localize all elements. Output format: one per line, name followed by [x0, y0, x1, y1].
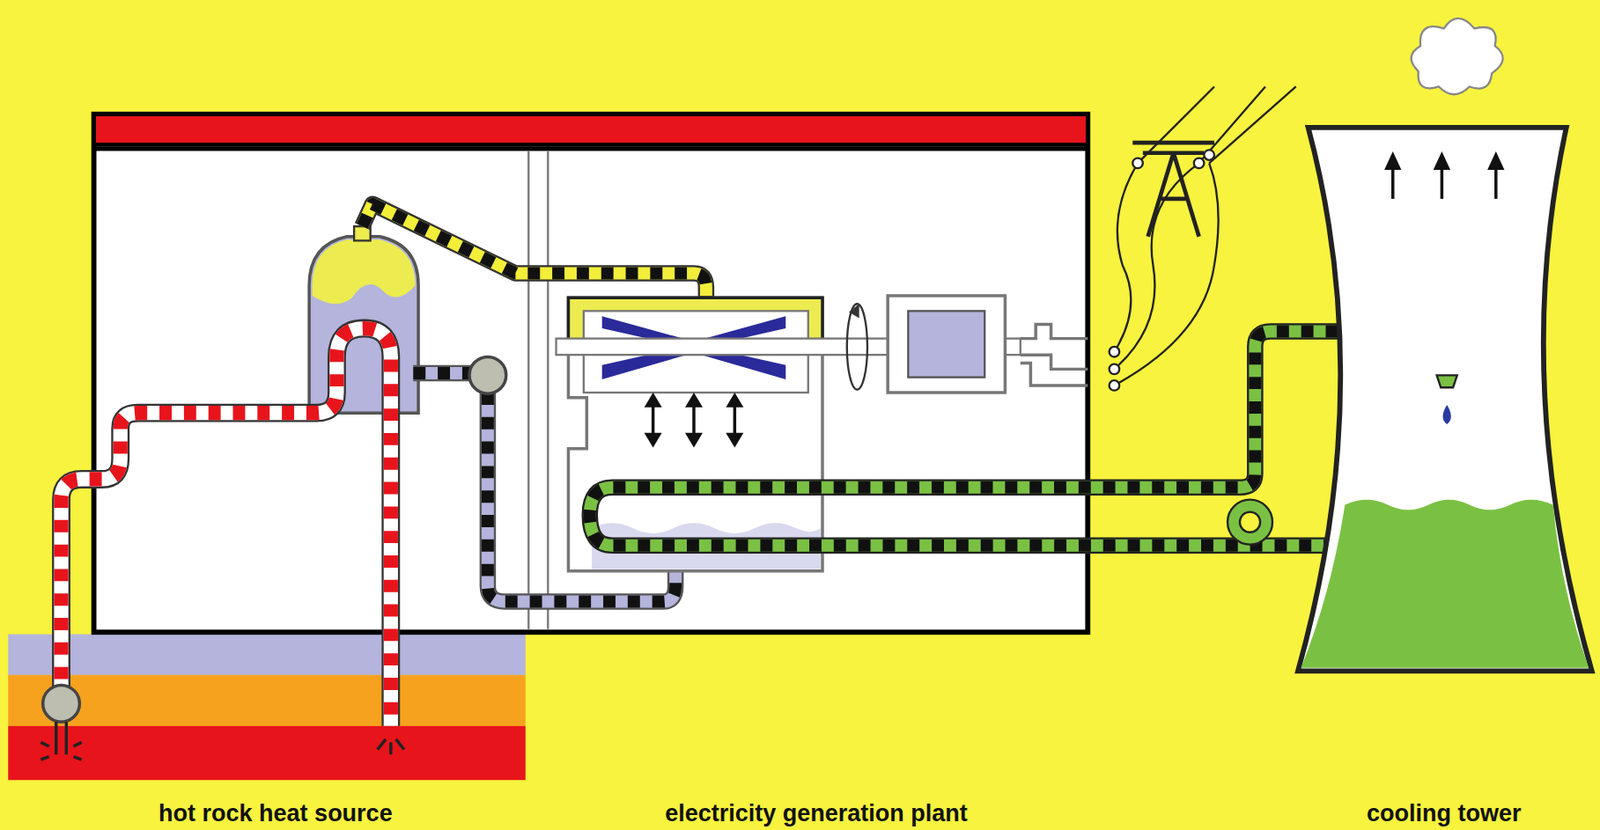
region-label: hot rock heat source — [158, 799, 393, 827]
spray-nozzle — [1437, 375, 1458, 388]
region-label: cooling tower — [1366, 799, 1522, 827]
rotation-arrow — [848, 303, 860, 318]
cooling-pond — [1300, 500, 1589, 669]
roof-line — [94, 147, 1089, 152]
region-label: electricity generation plant — [664, 799, 968, 827]
brine-pump — [469, 356, 507, 394]
steam-cloud — [1411, 18, 1504, 95]
steam-flow-arrows — [647, 395, 742, 445]
production-pipe — [61, 328, 391, 727]
water-drop — [1443, 405, 1452, 425]
generator-leads — [1020, 324, 1088, 386]
vapour-arrows — [1386, 154, 1503, 200]
cooling-tower — [1297, 127, 1593, 671]
steam-space — [312, 239, 416, 304]
cooling-water-pipe — [589, 331, 1447, 588]
wall — [527, 150, 530, 629]
generator — [887, 295, 1005, 393]
well-inlet — [40, 722, 405, 760]
well-pump — [43, 685, 81, 723]
plant-roof — [94, 114, 1089, 146]
ground-layer — [7, 634, 526, 676]
plant-building — [94, 114, 1089, 634]
generator-core — [907, 310, 985, 377]
steam-pipe — [361, 204, 707, 305]
hot-rock-layer — [7, 726, 526, 781]
transmission-wires — [1113, 86, 1296, 385]
rotation-symbol — [847, 303, 868, 390]
wall — [546, 150, 549, 629]
pylon — [1132, 142, 1215, 237]
ground-layer — [7, 675, 526, 727]
